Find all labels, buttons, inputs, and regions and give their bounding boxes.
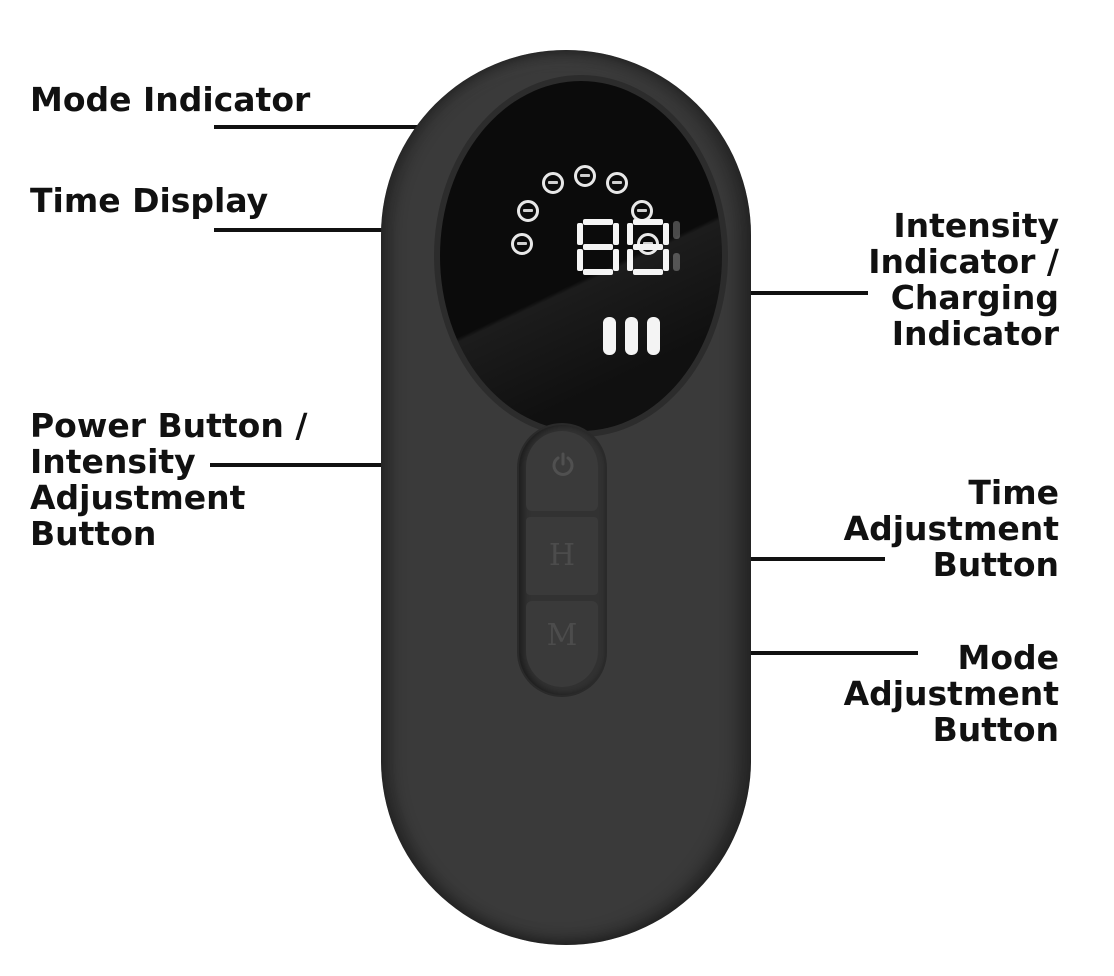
label-line: Mode bbox=[957, 638, 1059, 677]
label-line: Button bbox=[932, 545, 1059, 584]
label-line: Charging bbox=[890, 278, 1059, 317]
mode-indicator-icon bbox=[517, 200, 539, 222]
intensity-bar bbox=[625, 317, 638, 355]
label-line: Time bbox=[968, 473, 1059, 512]
label-intensity-indicator: Intensity Indicator / Charging Indicator bbox=[868, 208, 1059, 352]
label-time-display: Time Display bbox=[30, 183, 268, 219]
leader-mode-adjustment bbox=[588, 651, 918, 655]
label-line: Indicator bbox=[891, 314, 1059, 353]
label-line: Adjustment bbox=[843, 509, 1059, 548]
time-adjustment-button[interactable]: H bbox=[526, 517, 598, 595]
label-power-button: Power Button / Intensity Adjustment Butt… bbox=[30, 408, 307, 552]
label-line: Adjustment bbox=[30, 478, 246, 517]
mode-indicator-icon bbox=[542, 172, 564, 194]
label-line: Power Button / bbox=[30, 406, 308, 445]
leader-mode-indicator bbox=[214, 125, 476, 129]
label-line: Mode Indicator bbox=[30, 80, 311, 119]
button-stack: H M bbox=[519, 425, 605, 695]
label-line: Adjustment bbox=[843, 674, 1059, 713]
label-line: Indicator / bbox=[868, 242, 1059, 281]
intensity-indicator bbox=[603, 317, 660, 355]
label-line: Intensity bbox=[893, 206, 1059, 245]
leader-time-display bbox=[214, 228, 506, 232]
label-mode-adjustment: Mode Adjustment Button bbox=[844, 640, 1059, 748]
intensity-bar bbox=[647, 317, 660, 355]
mode-button-letter: M bbox=[546, 618, 578, 653]
mode-adjustment-button[interactable]: M bbox=[526, 601, 598, 687]
label-line: Button bbox=[932, 710, 1059, 749]
label-time-adjustment: Time Adjustment Button bbox=[844, 475, 1059, 583]
power-icon bbox=[552, 452, 574, 476]
power-button[interactable] bbox=[526, 431, 598, 511]
mode-indicator-icon bbox=[574, 165, 596, 187]
label-line: Intensity bbox=[30, 442, 196, 481]
screen-gloss bbox=[440, 81, 722, 431]
display-screen bbox=[440, 81, 722, 431]
label-line: Time Display bbox=[30, 181, 269, 220]
time-display-digits bbox=[577, 219, 680, 275]
remote-control: H M bbox=[381, 50, 751, 945]
leader-power-button bbox=[210, 463, 545, 467]
time-button-letter: H bbox=[548, 538, 576, 573]
mode-indicator-icon bbox=[606, 172, 628, 194]
label-line: Button bbox=[30, 514, 157, 553]
mode-indicator-icon bbox=[511, 233, 533, 255]
intensity-bar bbox=[603, 317, 616, 355]
label-mode-indicator: Mode Indicator bbox=[30, 82, 310, 118]
